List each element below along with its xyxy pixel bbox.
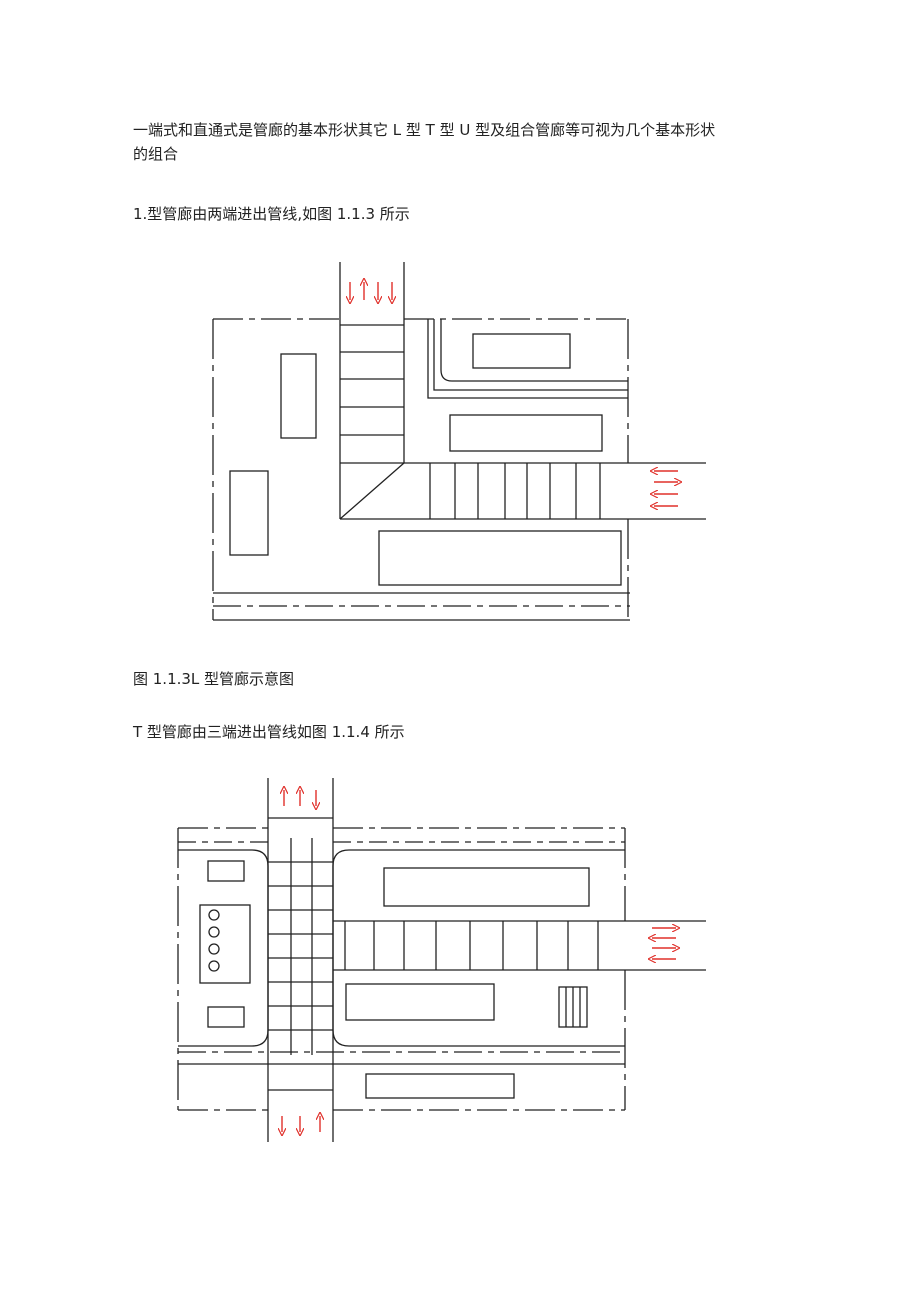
t-building-3 — [207, 1006, 245, 1028]
t-curb-right — [332, 849, 625, 1047]
t-building-1 — [207, 860, 245, 882]
building-4 — [449, 414, 603, 452]
t-type-description: T 型管廊由三端进出管线如图 1.1.4 所示 — [133, 723, 405, 741]
curb-line-inner — [433, 319, 628, 391]
l-type-gallery-diagram — [212, 262, 706, 621]
t-building-2 — [199, 904, 251, 984]
curb-line-outer — [427, 319, 628, 399]
building-1 — [280, 353, 317, 439]
t-building-4 — [383, 867, 590, 907]
l-type-description: 1.型管廊由两端进出管线,如图 1.1.3 所示 — [133, 205, 410, 223]
curb-line-curve — [440, 319, 628, 382]
t-building-7 — [365, 1073, 515, 1099]
intro-text-line-1: 一端式和直通式是管廊的基本形状其它 L 型 T 型 U 型及组合管廊等可视为几个… — [133, 121, 716, 139]
l-type-figure-caption: 图 1.1.3L 型管廊示意图 — [133, 670, 295, 688]
building-5 — [378, 530, 622, 586]
building-3 — [472, 333, 571, 369]
building-2 — [229, 470, 269, 556]
corner-diagonal — [339, 462, 405, 520]
intro-text-line-2: 的组合 — [133, 145, 179, 163]
t-curb-left — [178, 849, 269, 1047]
t-building-5 — [345, 983, 495, 1021]
